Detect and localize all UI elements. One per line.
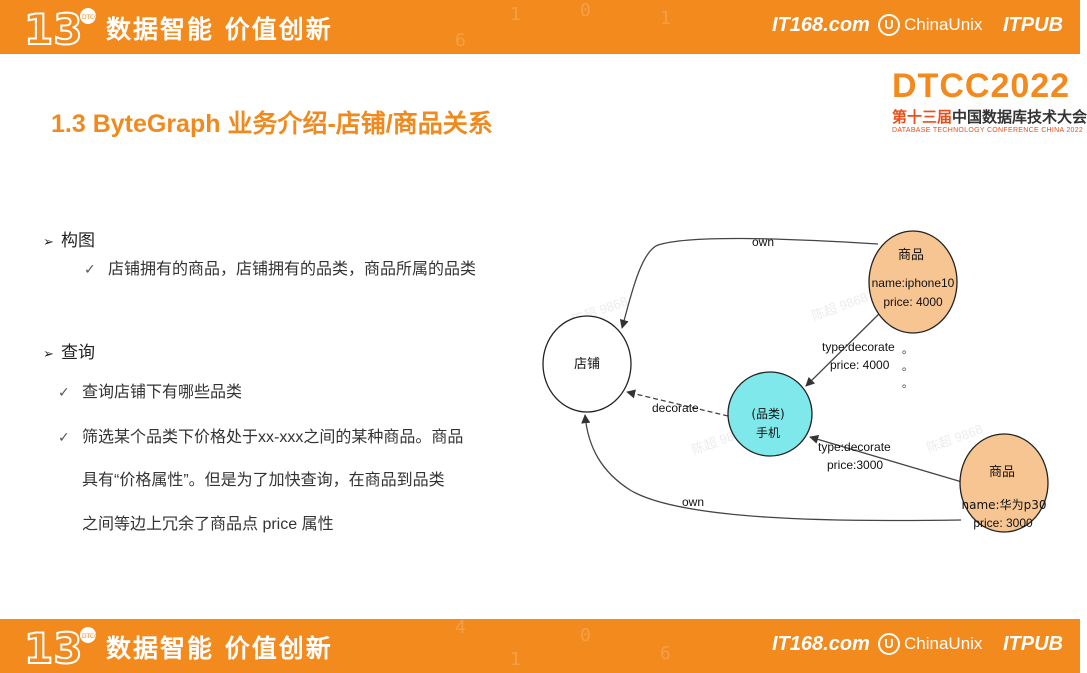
edge2-type-label: type:decorate [818, 440, 891, 454]
dtcc-edition: 第十三届 [892, 109, 953, 126]
product2-price: price: 3000 [973, 516, 1033, 530]
ellipsis-dot: 。 [902, 360, 913, 373]
arrow-bullet-icon: ➢ [43, 346, 54, 361]
bullet-text: 店铺拥有的商品，店铺拥有的品类，商品所属的品类 [108, 261, 477, 278]
sponsor-itpub-logo: ITPUB [1003, 633, 1063, 655]
sponsor-it168-logo: IT168.com [772, 14, 870, 36]
edge-own-top [619, 237, 879, 329]
bullet-item: ✓ 筛选某个品类下价格处于xx-xxx之间的某种商品。商品 [58, 423, 463, 447]
section-heading-label: 构图 [61, 231, 95, 250]
edition-sup: DTCC [82, 14, 98, 21]
store-label: 店铺 [574, 357, 600, 372]
banner-slogan: 数据智能 价值创新 [106, 634, 333, 663]
product2-name: name:华为p30 [962, 498, 1047, 512]
bullet-text: 筛选某个品类下价格处于xx-xxx之间的某种商品。商品 [82, 429, 464, 446]
edge-own-bottom-label: own [682, 495, 704, 509]
dtcc-name: DTCC [892, 67, 991, 105]
product2-title: 商品 [989, 465, 1015, 480]
banner-slogan: 数据智能 价值创新 [106, 15, 333, 44]
slide-title: 1.3 ByteGraph 业务介绍-店铺/商品关系 [51, 110, 493, 138]
section-heading-query: ➢ 查询 [43, 338, 95, 363]
check-bullet-icon: ✓ [84, 261, 96, 277]
edition-13-logo: 13 DTCC [23, 4, 98, 55]
edge1-type-label: type:decorate [822, 340, 895, 354]
dtcc-chinese-name: 第十三届中国数据库技术大会 [892, 106, 1087, 127]
chinaunix-label: ChinaUnix [904, 634, 983, 653]
edge1-price-label: price: 4000 [830, 358, 890, 372]
node-store [542, 315, 632, 413]
bottom-banner: 4 0 1 6 13 DTCC 数据智能 价值创新 IT168.com U Ch… [0, 617, 1080, 673]
dtcc-year: 2022 [990, 67, 1071, 105]
bullet-item: ✓ 店铺拥有的商品，店铺拥有的品类，商品所属的品类 [84, 255, 476, 279]
node-product-1 [868, 230, 958, 334]
product1-name: name:iphone10 [872, 276, 955, 290]
banner-pattern: 1 0 6 1 [455, 0, 671, 51]
bullet-continuation: 之间等边上冗余了商品点 price 属性 [82, 516, 334, 533]
ellipsis-dot: 。 [902, 343, 913, 356]
node-category [727, 371, 813, 457]
edition-number: 13 [24, 624, 82, 673]
store-product-graph: 店铺 (品类) 手机 商品 name:iphone10 price: 4000 … [542, 230, 1049, 533]
node-product-2 [959, 433, 1049, 533]
edge-product1-category [805, 307, 886, 387]
ellipsis-dot: 。 [902, 377, 913, 390]
check-bullet-icon: ✓ [58, 429, 70, 445]
chinaunix-u-icon: U [878, 633, 900, 655]
bullet-item: ✓ 查询店铺下有哪些品类 [58, 378, 242, 402]
category-label-top: (品类) [751, 407, 784, 421]
dtcc-english-name: DATABASE TECHNOLOGY CONFERENCE CHINA 202… [892, 127, 1084, 134]
section-heading-label: 查询 [61, 343, 95, 362]
sponsor-chinaunix-logo: U ChinaUnix [878, 14, 982, 36]
dtcc-cn-title: 中国数据库技术大会 [952, 109, 1087, 126]
sponsor-itpub-logo: ITPUB [1003, 14, 1063, 36]
chinaunix-label: ChinaUnix [904, 15, 983, 34]
edition-13-logo: 13 DTCC [23, 623, 98, 673]
edge2-price-label: price:3000 [827, 458, 883, 472]
arrow-bullet-icon: ➢ [43, 234, 54, 249]
chinaunix-u-icon: U [878, 14, 900, 36]
product1-price: price: 4000 [883, 295, 943, 309]
edge-own-bottom [581, 414, 962, 522]
dtcc-logo: DTCC2022 第十三届中国数据库技术大会 DATABASE TECHNOLO… [892, 68, 1087, 134]
bullet-text: 查询店铺下有哪些品类 [82, 384, 243, 401]
edition-sup: DTCC [82, 633, 98, 640]
edge-own-top-label: own [752, 235, 774, 249]
edge-decorate-label: decorate [652, 401, 699, 415]
sponsor-it168-logo: IT168.com [772, 633, 870, 655]
dtcc-wordmark: DTCC2022 [892, 68, 1072, 104]
edge-product2-category [809, 434, 963, 483]
edition-number: 13 [24, 5, 82, 54]
bullet-continuation: 具有“价格属性”。但是为了加快查询，在商品到品类 [82, 472, 445, 489]
section-heading-composition: ➢ 构图 [43, 226, 95, 251]
banner-pattern: 4 0 1 6 [455, 617, 671, 670]
edge-decorate [626, 389, 729, 417]
sponsor-chinaunix-logo: U ChinaUnix [878, 633, 982, 655]
top-banner: 1 0 6 1 13 DTCC 数据智能 价值创新 IT168.com U Ch… [0, 0, 1080, 55]
product1-title: 商品 [898, 248, 924, 263]
category-label-bottom: 手机 [756, 426, 780, 440]
check-bullet-icon: ✓ [58, 384, 70, 400]
